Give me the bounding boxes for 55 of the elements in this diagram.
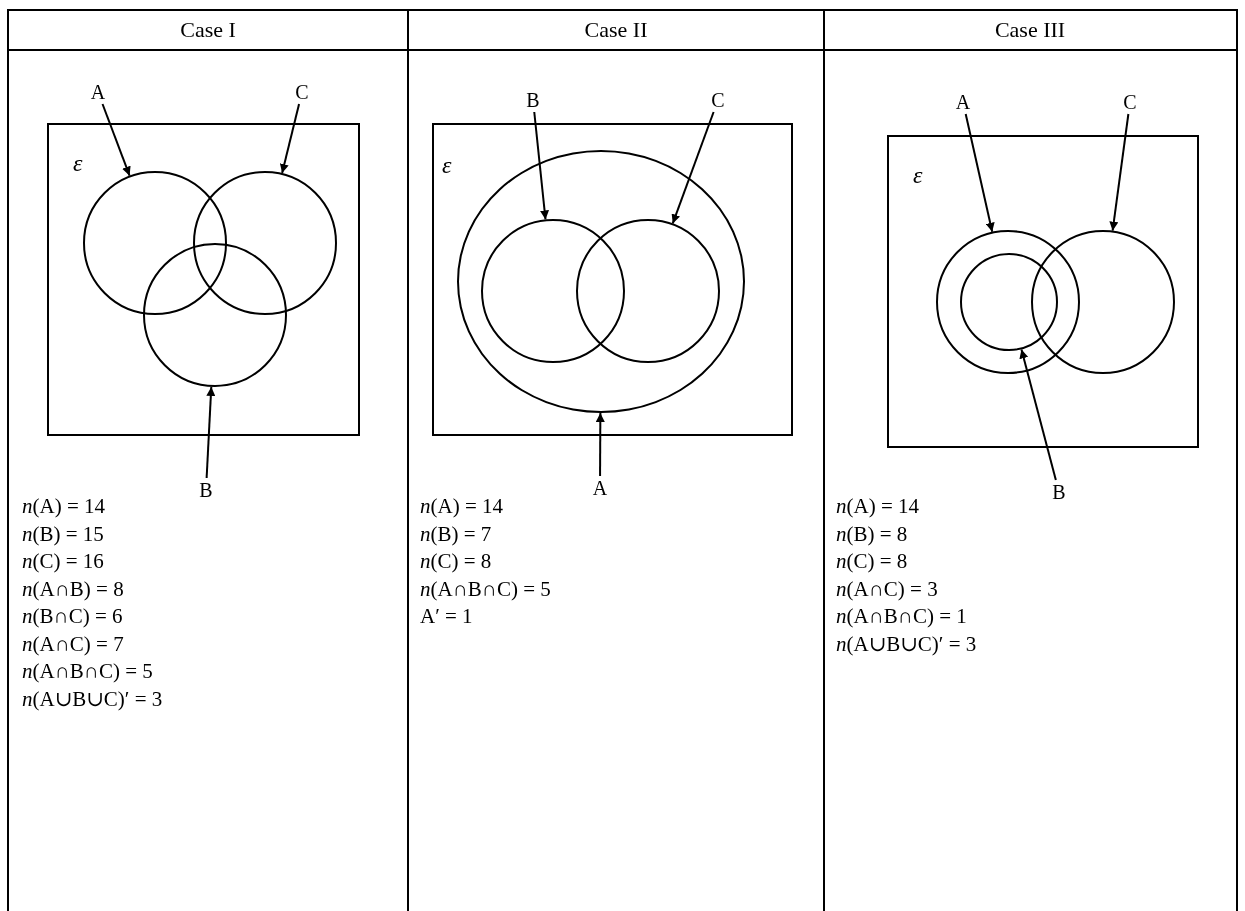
given-value: n(C) = 8 bbox=[420, 548, 492, 574]
universal-set-symbol: ε bbox=[442, 151, 452, 179]
set-label: B bbox=[1048, 480, 1070, 504]
universal-set-box bbox=[47, 123, 360, 436]
arrow bbox=[964, 113, 995, 233]
set-label: A bbox=[589, 476, 611, 500]
set-circle bbox=[576, 219, 720, 363]
arrow bbox=[1109, 113, 1130, 232]
set-circle bbox=[1031, 230, 1175, 374]
given-value: n(A∪B∪C)′ = 3 bbox=[836, 630, 977, 657]
set-label: B bbox=[522, 88, 544, 112]
column-header: Case III bbox=[994, 16, 1066, 44]
arrow bbox=[279, 103, 301, 175]
set-label: A bbox=[952, 90, 974, 114]
set-circle bbox=[143, 243, 287, 387]
given-value: n(B) = 8 bbox=[836, 520, 908, 547]
universal-set-symbol: ε bbox=[73, 149, 83, 177]
given-value: n(A∩B∩C) = 1 bbox=[836, 603, 967, 629]
arrow bbox=[671, 111, 715, 225]
given-value: n(A) = 14 bbox=[420, 493, 503, 519]
arrow bbox=[205, 385, 216, 479]
given-value: n(A∩C) = 7 bbox=[22, 630, 124, 657]
column-header: Case II bbox=[584, 16, 648, 44]
universal-set-symbol: ε bbox=[913, 161, 923, 189]
given-value: n(C) = 8 bbox=[836, 548, 908, 574]
column-header: Case I bbox=[180, 16, 236, 44]
arrow bbox=[533, 111, 550, 221]
set-circle bbox=[936, 230, 1080, 374]
set-label: B bbox=[195, 478, 217, 502]
set-label: C bbox=[291, 80, 313, 104]
universal-set-box bbox=[887, 135, 1199, 448]
given-value: n(B∩C) = 6 bbox=[22, 603, 123, 629]
set-label: C bbox=[1119, 90, 1141, 114]
arrow bbox=[595, 412, 605, 477]
arrow bbox=[1019, 348, 1057, 481]
given-value: n(A∩B∩C) = 5 bbox=[22, 658, 153, 684]
set-circle bbox=[960, 253, 1058, 351]
given-value: n(B) = 7 bbox=[420, 520, 492, 547]
given-value: n(A∩C) = 3 bbox=[836, 575, 938, 602]
given-value: A′ = 1 bbox=[420, 603, 473, 629]
arrow bbox=[101, 103, 131, 177]
given-value: n(A) = 14 bbox=[22, 493, 105, 519]
set-ellipse bbox=[457, 150, 745, 413]
given-value: n(A) = 14 bbox=[836, 493, 919, 519]
universal-set-box bbox=[432, 123, 793, 436]
set-circle bbox=[481, 219, 625, 363]
set-circle bbox=[83, 171, 227, 315]
set-label: A bbox=[87, 80, 109, 104]
set-label: C bbox=[707, 88, 729, 112]
given-value: n(A∩B) = 8 bbox=[22, 575, 124, 602]
set-circle bbox=[193, 171, 337, 315]
given-value: n(C) = 16 bbox=[22, 548, 104, 574]
given-value: n(A∪B∪C)′ = 3 bbox=[22, 685, 163, 712]
given-value: n(B) = 15 bbox=[22, 520, 104, 547]
given-value: n(A∩B∩C) = 5 bbox=[420, 575, 551, 602]
